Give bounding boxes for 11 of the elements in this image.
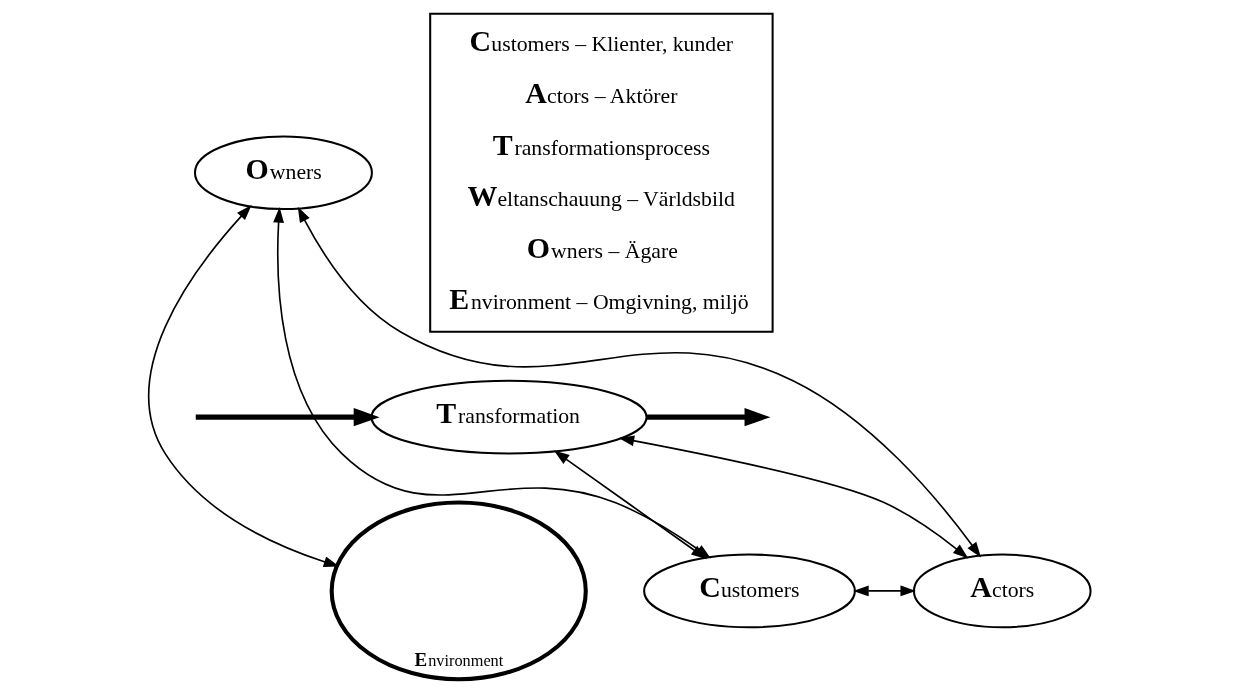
- arrow: [553, 450, 707, 560]
- node-ellipse: Actors: [912, 553, 1092, 629]
- arrow: [646, 408, 771, 427]
- arrow: [148, 205, 340, 568]
- node-ellipse: Environment: [329, 500, 588, 682]
- node-ellipse: Owners: [193, 135, 373, 211]
- node-box: Customers – Klienter, kunder Actors – Aktörer Transformationsprocess Weltanschauung – Världsbild Owners – Ägare Environment – Omgivning, miljö: [429, 12, 774, 333]
- arrow: [853, 585, 916, 597]
- node-ellipse: Customers: [643, 553, 856, 629]
- node-ellipse: Transformation: [370, 379, 648, 455]
- arrow: [195, 408, 380, 427]
